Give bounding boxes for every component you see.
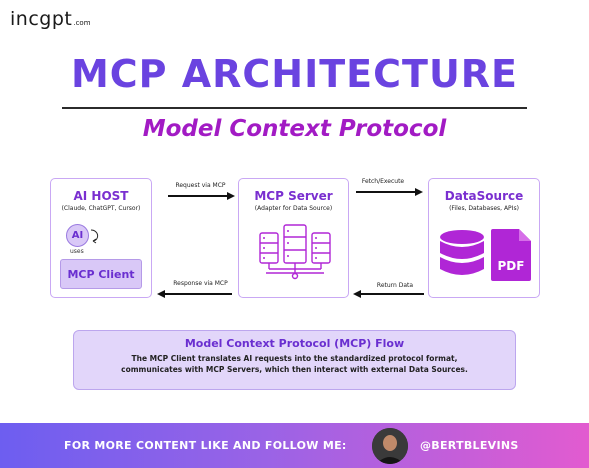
ai-host-title: AI HOST (73, 189, 129, 203)
avatar (372, 428, 408, 464)
page-title: MCP ARCHITECTURE (70, 52, 519, 96)
pdf-file-icon (491, 229, 531, 281)
mcp-server-title: MCP Server (254, 189, 333, 203)
mcp-server-box: MCP Server (Adapter for Data Source) (238, 178, 349, 298)
response-arrow-label: Response via MCP (173, 280, 228, 287)
flow-title: Model Context Protocol (MCP) Flow (184, 337, 405, 350)
pdf-label: PDF (497, 259, 525, 273)
person-photo-icon (372, 428, 408, 464)
title-divider (62, 107, 527, 109)
logo-suffix: .com (73, 19, 91, 27)
return-arrow (353, 290, 424, 298)
brand-logo: incgpt.com (10, 8, 91, 30)
flow-description: The MCP Client translates AI requests in… (74, 353, 515, 375)
fetch-arrow-label: Fetch/Execute (361, 178, 405, 185)
footer-banner: FOR MORE CONTENT LIKE AND FOLLOW ME: @BE… (0, 423, 589, 468)
database-icon (440, 230, 484, 275)
ai-host-box: AI HOST (Claude, ChatGPT, Cursor) AI use… (50, 178, 152, 298)
mcp-client-box: MCP Client (60, 259, 142, 289)
footer-cta: FOR MORE CONTENT LIKE AND FOLLOW ME: (64, 439, 347, 452)
flow-line-2: communicates with MCP Servers, which the… (121, 365, 468, 374)
datasource-subtitle: (Files, Databases, APIs) (449, 205, 519, 212)
datasource-box: DataSource (Files, Databases, APIs) PDF (428, 178, 540, 298)
request-arrow (168, 192, 235, 200)
fetch-arrow (356, 188, 423, 196)
return-arrow-label: Return Data (376, 282, 414, 289)
ai-host-subtitle: (Claude, ChatGPT, Cursor) (61, 205, 141, 212)
request-arrow-label: Request via MCP (175, 182, 226, 189)
logo-text: incgpt (10, 8, 73, 30)
server-rack-icon (259, 224, 331, 280)
uses-label: uses (70, 248, 84, 255)
curved-arrow-icon (90, 229, 99, 244)
datasource-title: DataSource (444, 189, 524, 203)
response-arrow (157, 290, 232, 298)
page-subtitle: Model Context Protocol (142, 116, 447, 142)
ai-badge: AI (66, 224, 89, 247)
footer-handle[interactable]: @BERTBLEVINS (420, 439, 519, 452)
mcp-flow-box: Model Context Protocol (MCP) Flow The MC… (73, 330, 516, 390)
flow-line-1: The MCP Client translates AI requests in… (131, 354, 458, 363)
mcp-server-subtitle: (Adapter for Data Source) (254, 205, 333, 212)
